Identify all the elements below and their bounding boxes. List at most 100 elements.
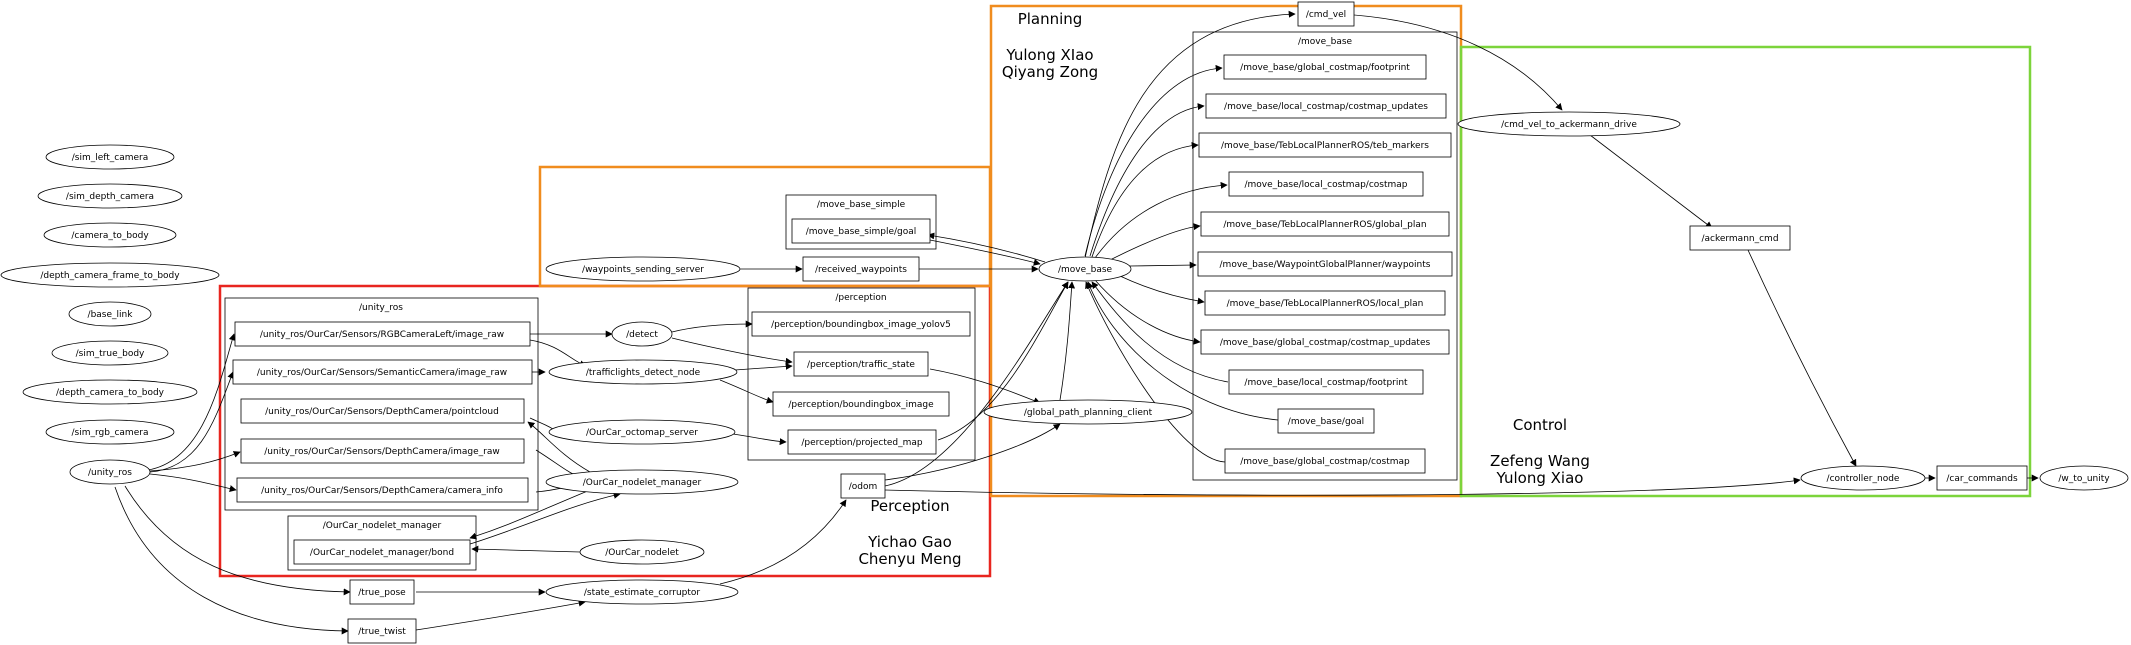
- node-detect[interactable]: [611, 321, 673, 347]
- topic-mb-global-updates-label: /move_base/global_costmap/costmap_update…: [1220, 338, 1431, 348]
- node-trafficlights-detect[interactable]: [548, 359, 738, 385]
- node-global-path-planning-client[interactable]: [983, 399, 1193, 425]
- topic-true-twist[interactable]: [347, 618, 417, 644]
- topic-mb-teb-global-plan[interactable]: [1200, 211, 1450, 237]
- node-depth-camera-to-body[interactable]: [22, 379, 198, 405]
- node-sim-true-body[interactable]: [51, 340, 169, 366]
- planning-team-frame-lower: [538, 165, 992, 288]
- edge-rgb-to-trafficlights: [529, 339, 587, 368]
- topic-mb-waypoints[interactable]: [1197, 251, 1453, 277]
- node-w-to-unity[interactable]: [2039, 465, 2129, 491]
- edge-odom-to-controller: [884, 477, 1801, 496]
- topic-bbox-yolov5[interactable]: [751, 311, 971, 337]
- topic-mb-local-footprint-label: /move_base/local_costmap/footprint: [1244, 378, 1408, 388]
- topic-rgb-image-raw[interactable]: [234, 321, 531, 347]
- cluster-nodelet-manager-label: /OurCar_nodelet_manager: [323, 521, 442, 531]
- edge-unity-to-depth-info: [149, 473, 237, 492]
- node-sim-left-camera[interactable]: [45, 144, 175, 170]
- node-unity-ros[interactable]: [69, 459, 151, 485]
- topic-depth-camera-info-label: /unity_ros/OurCar/Sensors/DepthCamera/ca…: [261, 486, 503, 496]
- node-move-base[interactable]: [1038, 256, 1132, 282]
- topic-move-base-simple-goal[interactable]: [791, 218, 931, 244]
- edge-global-client-to-move-base: [1059, 281, 1076, 401]
- topic-rgb-image-raw-label: /unity_ros/OurCar/Sensors/RGBCameraLeft/…: [260, 330, 504, 340]
- perception-member-2: Chenyu Meng: [858, 550, 961, 568]
- edge-state-estimate-to-odom: [719, 499, 847, 585]
- topic-nodelet-bond-label: /OurCar_nodelet_manager/bond: [310, 548, 454, 558]
- node-controller-node[interactable]: [1800, 465, 1926, 491]
- node-state-estimate-corruptor-label: /state_estimate_corruptor: [584, 588, 701, 598]
- node-nodelet-manager-label: /OurCar_nodelet_manager: [583, 478, 702, 488]
- topic-mb-global-costmap-label: /move_base/global_costmap/costmap: [1240, 457, 1410, 467]
- edge-detect-to-traffic-state: [671, 337, 793, 365]
- topic-true-twist-label: /true_twist: [358, 627, 406, 637]
- topic-ackermann-cmd-label: /ackermann_cmd: [1701, 234, 1778, 244]
- topic-mb-teb-local-plan-label: /move_base/TebLocalPlannerROS/local_plan: [1227, 299, 1424, 309]
- topic-mb-teb-local-plan[interactable]: [1204, 290, 1446, 316]
- edge-unity-to-depth-image: [149, 451, 241, 472]
- edge-unity-to-semantic: [149, 371, 235, 473]
- node-depth-camera-to-body-label: /depth_camera_to_body: [56, 388, 165, 398]
- topic-ackermann-cmd[interactable]: [1689, 225, 1791, 251]
- topic-nodelet-bond[interactable]: [293, 539, 471, 565]
- node-cmd-vel-to-ackermann-drive[interactable]: [1457, 111, 1681, 137]
- edge-move-base-to-mb-global-updates: [1094, 279, 1201, 345]
- topic-bbox-yolov5-label: /perception/boundingbox_image_yolov5: [771, 320, 951, 330]
- control-team-frame: [1459, 45, 2032, 498]
- topic-mb-global-footprint[interactable]: [1223, 54, 1427, 80]
- topic-car-commands-label: /car_commands: [1946, 474, 2018, 484]
- node-depth-camera-frame-to-body-label: /depth_camera_frame_to_body: [40, 271, 180, 281]
- node-sim-depth-camera[interactable]: [37, 183, 183, 209]
- topic-depth-pointcloud[interactable]: [240, 398, 525, 424]
- topic-mb-global-footprint-label: /move_base/global_costmap/footprint: [1240, 63, 1410, 73]
- node-sim-rgb-camera[interactable]: [45, 419, 175, 445]
- topic-true-pose[interactable]: [349, 579, 415, 605]
- topic-mb-goal[interactable]: [1277, 408, 1375, 434]
- topic-depth-image-raw[interactable]: [240, 438, 525, 464]
- topic-mb-teb-markers[interactable]: [1198, 132, 1452, 158]
- cluster-nodelet-manager: [287, 515, 477, 571]
- planning-member-2: Qiyang Zong: [1002, 63, 1098, 81]
- edge-move-base-to-mb-local-costmap: [1094, 181, 1228, 259]
- topic-mb-global-costmap[interactable]: [1224, 448, 1426, 474]
- node-cmd-vel-to-ackermann-drive-label: /cmd_vel_to_ackermann_drive: [1501, 120, 1637, 130]
- topic-mb-teb-markers-label: /move_base/TebLocalPlannerROS/teb_marker…: [1221, 141, 1429, 151]
- control-team-title: Control: [1513, 416, 1567, 434]
- edge-move-base-to-simple-goal: [927, 232, 1046, 263]
- node-base-link[interactable]: [68, 301, 152, 327]
- edge-octomap-to-projected-map: [732, 433, 787, 446]
- topic-mb-local-updates[interactable]: [1205, 93, 1447, 119]
- edge-bond-to-nodelet-mgr: [469, 491, 621, 545]
- edge-cmd-vel-to-ackermann-drive: [1339, 13, 1563, 111]
- node-camera-to-body[interactable]: [43, 222, 177, 248]
- node-sim-true-body-label: /sim_true_body: [76, 349, 145, 359]
- topic-cmd-vel[interactable]: [1297, 1, 1355, 27]
- edge-unity-to-true-twist: [114, 486, 349, 635]
- node-detect-label: /detect: [626, 330, 658, 340]
- edge-move-base-to-mb-local-updates: [1089, 103, 1205, 257]
- topic-car-commands[interactable]: [1936, 465, 2028, 491]
- topic-bbox-image[interactable]: [772, 391, 950, 417]
- topic-odom[interactable]: [840, 473, 886, 499]
- topic-mb-local-costmap[interactable]: [1228, 171, 1424, 197]
- node-waypoints-sending-server[interactable]: [545, 256, 741, 282]
- node-move-base-label: /move_base: [1058, 265, 1113, 275]
- topic-depth-camera-info[interactable]: [236, 477, 529, 503]
- edge-trafficlights-to-bbox-image: [719, 379, 774, 404]
- topic-mb-global-updates[interactable]: [1200, 329, 1450, 355]
- node-octomap-server[interactable]: [548, 419, 736, 445]
- topic-mb-local-footprint[interactable]: [1228, 369, 1424, 395]
- node-state-estimate-corruptor[interactable]: [545, 579, 739, 605]
- node-nodelet[interactable]: [579, 539, 705, 565]
- node-nodelet-manager[interactable]: [545, 469, 739, 495]
- topic-depth-image-raw-label: /unity_ros/OurCar/Sensors/DepthCamera/im…: [264, 447, 500, 457]
- topic-traffic-state[interactable]: [793, 351, 929, 377]
- topic-received-waypoints[interactable]: [802, 256, 920, 282]
- edge-nodelet-mgr-to-pointcloud: [527, 421, 591, 473]
- node-depth-camera-frame-to-body[interactable]: [0, 262, 220, 288]
- topic-projected-map[interactable]: [787, 429, 937, 455]
- topic-semantic-image-raw[interactable]: [232, 359, 533, 385]
- topic-move-base-simple-goal-label: /move_base_simple/goal: [806, 227, 917, 237]
- edge-true-twist-to-state-estimate: [415, 599, 586, 631]
- edges: [114, 10, 2039, 635]
